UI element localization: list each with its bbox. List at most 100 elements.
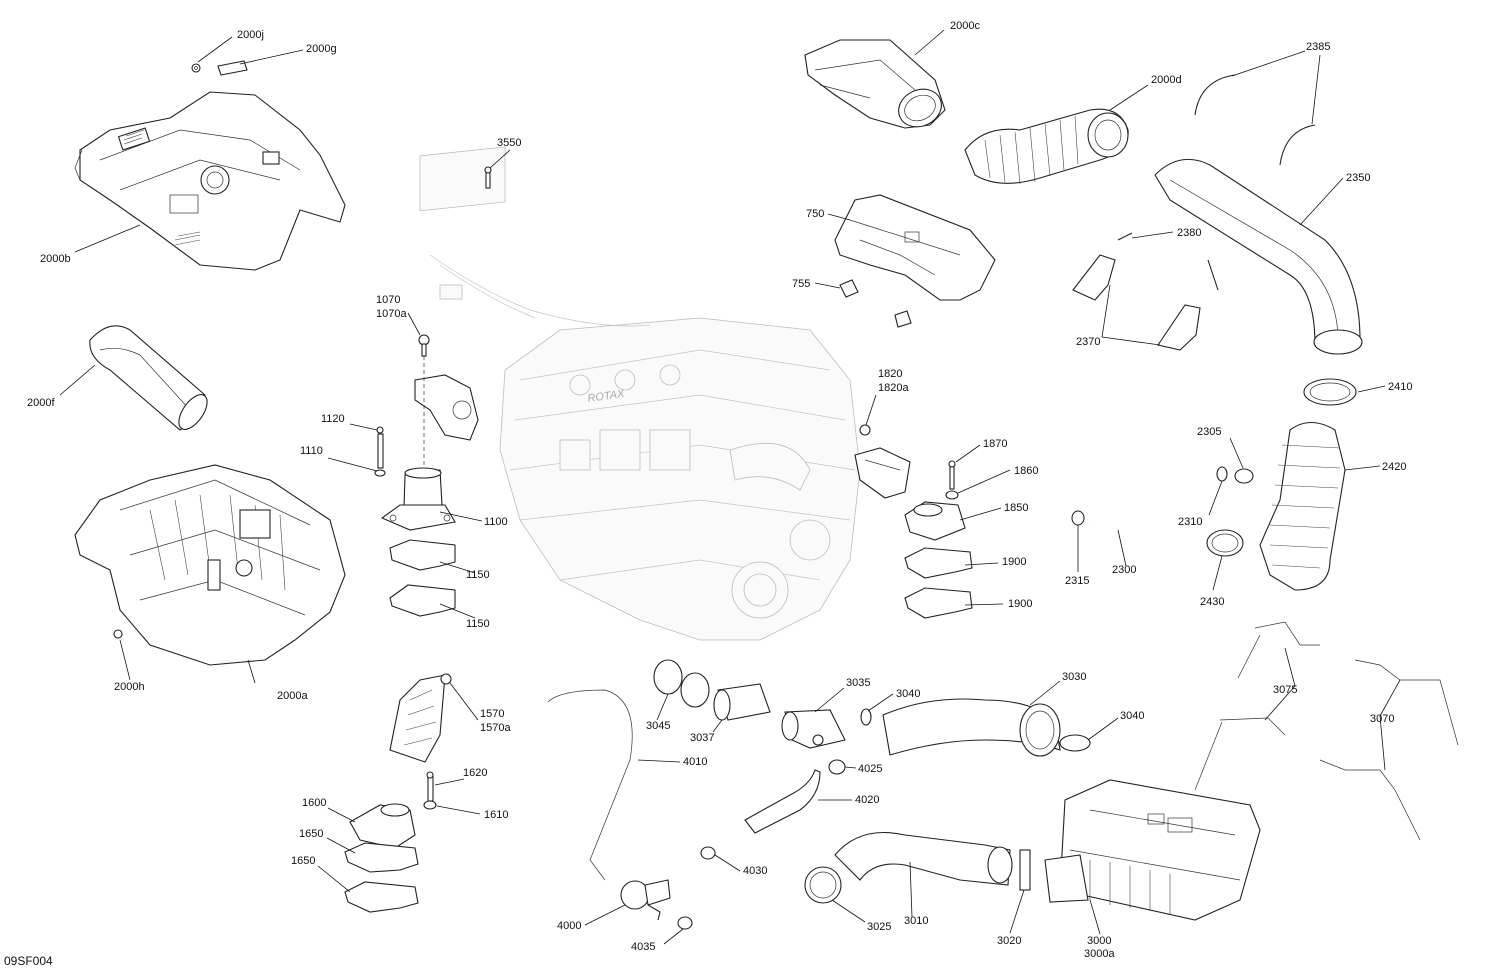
clamp-2385 <box>1194 74 1316 166</box>
engine-mount-assembly-right <box>854 424 973 619</box>
label-plate-2000g <box>217 60 248 76</box>
callout-1860: 1860 <box>1014 465 1038 477</box>
callout-2315: 2315 <box>1065 575 1089 587</box>
engine-ghost-illustration: ROTAX <box>419 146 861 641</box>
fitting-2305 <box>1234 468 1254 484</box>
callout-750: 750 <box>806 208 824 220</box>
bellows-hose-2000d <box>964 108 1129 185</box>
clamp-4030 <box>700 846 716 860</box>
clamp-3040-left <box>860 708 872 726</box>
callout-labels: 2000j 2000g 2000b 2000f 2000a 2000h 3550… <box>27 20 1412 960</box>
figure-code: 09SF004 <box>4 954 53 968</box>
engine-mount-assembly-rear <box>344 673 452 913</box>
clamp-3045 <box>653 659 710 708</box>
callout-3040-left: 3040 <box>896 688 920 700</box>
callout-3035: 3035 <box>846 677 870 689</box>
clip-2000j <box>191 63 201 73</box>
intercooler-hose-3030 <box>882 698 1061 757</box>
callout-4010: 4010 <box>683 756 707 768</box>
callout-4020: 4020 <box>855 794 879 806</box>
clamp-4035 <box>677 916 693 930</box>
strap-3075 <box>1194 621 1320 791</box>
callout-3020: 3020 <box>997 935 1021 947</box>
callout-3030: 3030 <box>1062 671 1086 683</box>
coupler-3037 <box>713 683 771 721</box>
screw-2380 <box>1117 232 1219 291</box>
callout-2300: 2300 <box>1112 564 1136 576</box>
callout-4030: 4030 <box>743 865 767 877</box>
clamp-2315 <box>1071 510 1085 526</box>
sensor-housing-3035 <box>781 709 846 749</box>
callout-4000: 4000 <box>557 920 581 932</box>
callout-3010: 3010 <box>904 915 928 927</box>
callout-2000f: 2000f <box>27 397 55 409</box>
clamp-2410 <box>1303 378 1357 406</box>
callout-1620: 1620 <box>463 767 487 779</box>
callout-3045: 3045 <box>646 720 670 732</box>
callout-3075: 3075 <box>1273 684 1297 696</box>
callout-2420: 2420 <box>1382 461 1406 473</box>
callout-3070: 3070 <box>1370 713 1394 725</box>
callout-1900-lower: 1900 <box>1008 598 1032 610</box>
bracket-2370 <box>1072 254 1201 351</box>
hose-3010 <box>834 832 1013 886</box>
breather-tube-4010 <box>547 689 633 881</box>
callout-3000: 3000 <box>1087 935 1111 947</box>
callout-2385: 2385 <box>1306 41 1330 53</box>
callout-1150-upper: 1150 <box>466 569 490 581</box>
callout-2000g: 2000g <box>306 43 337 55</box>
callout-1100: 1100 <box>484 516 508 528</box>
callout-3040-right: 3040 <box>1120 710 1144 722</box>
callout-2000h: 2000h <box>114 681 145 693</box>
callout-4035: 4035 <box>631 941 655 953</box>
leader-lines <box>59 29 1401 945</box>
valve-4000 <box>620 879 671 921</box>
callout-1850: 1850 <box>1004 502 1028 514</box>
intercooler-3000 <box>1044 779 1261 921</box>
callout-2350: 2350 <box>1346 172 1370 184</box>
callout-1570a: 1570a <box>480 722 511 734</box>
hose-4020 <box>744 769 821 834</box>
clip-755 <box>839 279 912 328</box>
clamp-3020 <box>1019 849 1031 891</box>
callout-2410: 2410 <box>1388 381 1412 393</box>
strap-3070 <box>1319 659 1459 841</box>
callout-1870: 1870 <box>983 438 1007 450</box>
callout-1110: 1110 <box>300 445 323 457</box>
callout-2000j: 2000j <box>237 29 264 41</box>
callout-1820a: 1820a <box>878 382 909 394</box>
clamp-3040-right <box>1059 734 1091 752</box>
callout-1570: 1570 <box>480 708 504 720</box>
clip-2000h <box>113 629 123 639</box>
intake-tube-2350 <box>1154 158 1363 355</box>
air-duct-2000f <box>89 325 208 431</box>
clamp-2430 <box>1206 529 1244 557</box>
engine-mount-assembly-left <box>374 334 479 617</box>
callout-1120: 1120 <box>321 413 345 425</box>
callout-1150-lower: 1150 <box>466 618 490 630</box>
callout-1650-upper: 1650 <box>299 828 323 840</box>
callout-1600: 1600 <box>302 797 326 809</box>
callout-2000c: 2000c <box>950 20 980 32</box>
callout-3037: 3037 <box>690 732 714 744</box>
callout-1070: 1070 <box>376 294 400 306</box>
callout-3025: 3025 <box>867 921 891 933</box>
callout-4025: 4025 <box>858 763 882 775</box>
bracket-750 <box>834 194 996 301</box>
callout-3550: 3550 <box>497 137 521 149</box>
callout-1610: 1610 <box>484 809 508 821</box>
callout-1820: 1820 <box>878 368 902 380</box>
callout-2305: 2305 <box>1197 426 1221 438</box>
callout-2310: 2310 <box>1178 516 1202 528</box>
callout-2000b: 2000b <box>40 253 71 265</box>
engine-brand-badge: ROTAX <box>587 388 626 405</box>
callout-2000d: 2000d <box>1151 74 1182 86</box>
callout-755: 755 <box>792 278 810 290</box>
callout-3000a: 3000a <box>1084 948 1115 960</box>
callout-2000a: 2000a <box>277 690 308 702</box>
callout-1900-upper: 1900 <box>1002 556 1026 568</box>
engine-bottom-housing-2000a <box>74 464 346 666</box>
bellows-2420 <box>1259 421 1346 591</box>
clamp-3025 <box>804 866 842 904</box>
